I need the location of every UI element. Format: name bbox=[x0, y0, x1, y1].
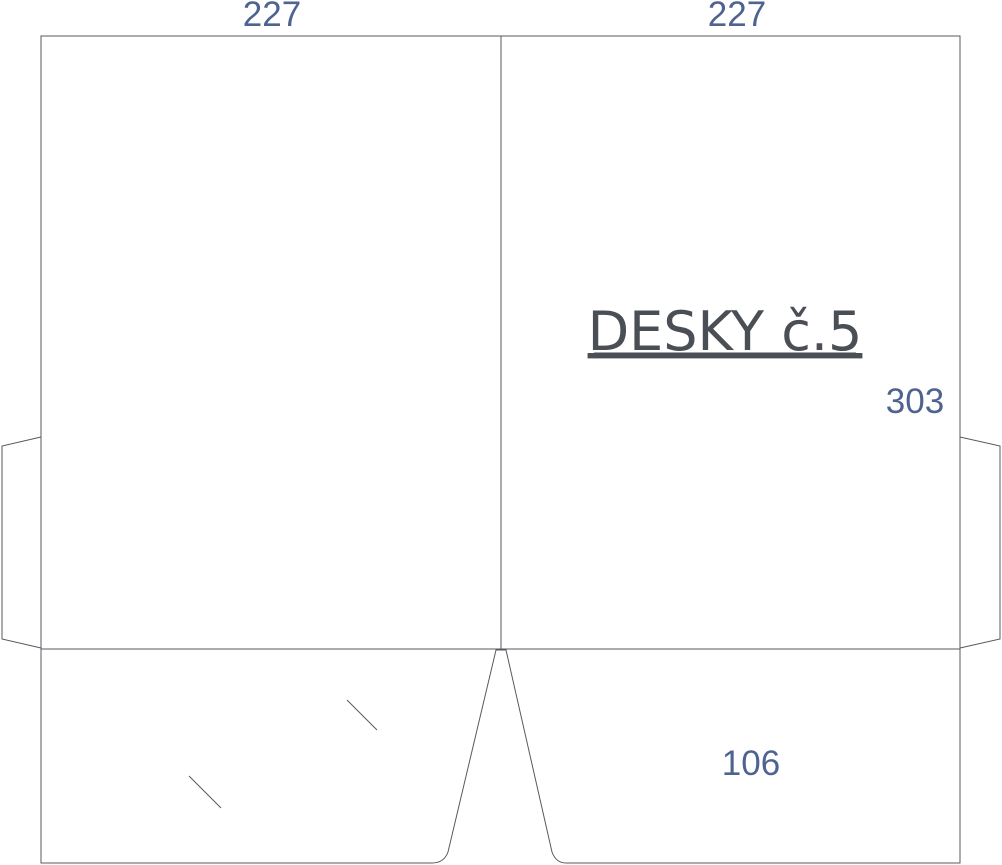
card-slot-lower bbox=[188, 775, 222, 809]
dimension-left-width: 227 bbox=[243, 0, 301, 34]
left-side-flap bbox=[1, 436, 42, 649]
card-slot-upper bbox=[346, 699, 378, 731]
folder-outline bbox=[40, 35, 961, 864]
dimension-right-width: 227 bbox=[708, 0, 766, 34]
right-side-flap bbox=[959, 436, 1001, 649]
dimension-pocket-height: 106 bbox=[722, 744, 780, 783]
dimension-height: 303 bbox=[886, 382, 944, 421]
